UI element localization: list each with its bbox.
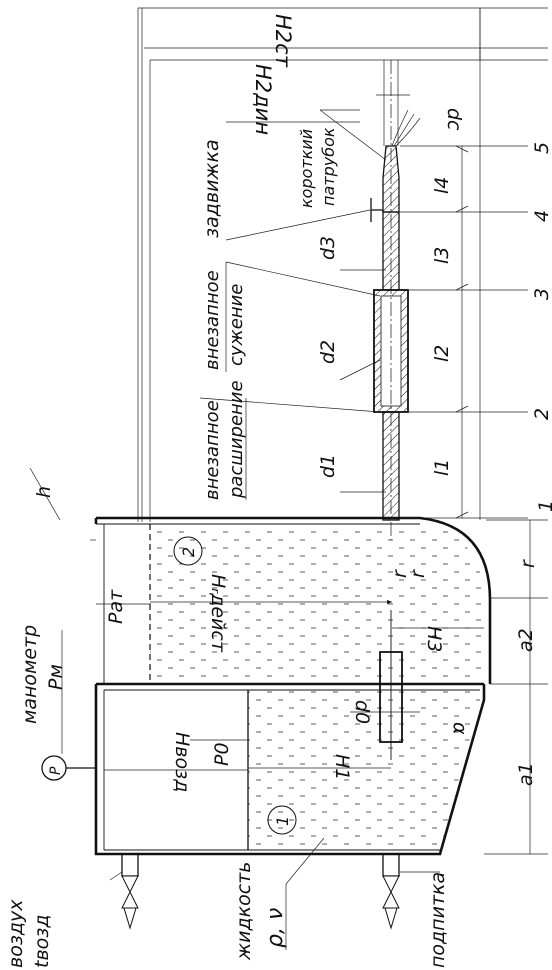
air-valve: [109, 853, 139, 930]
tank1-liquid: [248, 690, 480, 850]
label-valve: задвижка: [201, 139, 223, 238]
tank2-number-circle: [173, 536, 203, 566]
label-h2-din: H2дин: [251, 64, 275, 135]
label-pm: Pм: [45, 664, 67, 690]
label-h3: H3: [423, 626, 445, 652]
label-liquid: жидкость: [233, 862, 255, 961]
label-short-nozzle-2: патрубок: [319, 127, 338, 206]
label-d3: d3: [317, 236, 339, 260]
label-r2: r: [407, 569, 429, 578]
label-short-nozzle-1: короткий: [297, 129, 316, 208]
tank1-number-circle: [267, 805, 297, 835]
label-sudden-narrow-2: сужение: [226, 284, 247, 366]
label-d0: d0: [351, 700, 373, 724]
label-air: воздух: [5, 899, 27, 968]
label-r1: r: [517, 559, 539, 568]
pipeline: [370, 60, 421, 540]
label-section-5: 5: [531, 142, 552, 154]
manometer: [41, 630, 96, 781]
label-tank1: 1: [273, 816, 292, 826]
label-h-small: h: [33, 486, 55, 498]
label-l4: l4: [431, 177, 453, 194]
feed-valve: [382, 853, 440, 930]
label-dc: dc: [443, 108, 465, 131]
label-d1: d1: [317, 454, 339, 478]
label-sudden-expansion-2: расширение: [226, 380, 247, 499]
label-t-air: tвозд: [31, 914, 53, 968]
manometer-dial: [41, 755, 67, 781]
label-a1: a1: [515, 762, 537, 786]
label-sudden-expansion-1: внезапное: [202, 400, 223, 500]
label-h2-st: H2ст: [271, 14, 295, 68]
label-feed: подпитка: [427, 872, 449, 968]
label-section-2: 2: [531, 408, 552, 420]
label-l1: l1: [431, 459, 453, 476]
label-r3: r: [389, 569, 411, 578]
label-l2: l2: [431, 345, 453, 362]
label-section-1: 1: [535, 500, 552, 512]
label-section-4: 4: [531, 210, 552, 222]
label-manometer: манометр: [19, 625, 41, 724]
label-pat: Pат: [105, 589, 127, 624]
label-h1: H1: [331, 754, 353, 780]
label-h-air: Hвозд: [171, 732, 193, 792]
label-p0: P0: [211, 742, 233, 766]
tank1: [94, 682, 486, 856]
label-d2: d2: [317, 340, 339, 364]
label-rho-nu: ρ, ν: [263, 908, 288, 948]
label-alpha: α: [449, 722, 471, 735]
label-section-3: 3: [531, 288, 552, 300]
label-a2: a2: [515, 628, 537, 652]
label-tank2: 2: [179, 547, 198, 557]
label-sudden-narrow-1: внезапное: [202, 270, 223, 370]
label-l3: l3: [431, 247, 453, 264]
label-h2-act: Hᵣдейст: [207, 574, 229, 653]
label-p-gauge: P: [48, 766, 64, 775]
